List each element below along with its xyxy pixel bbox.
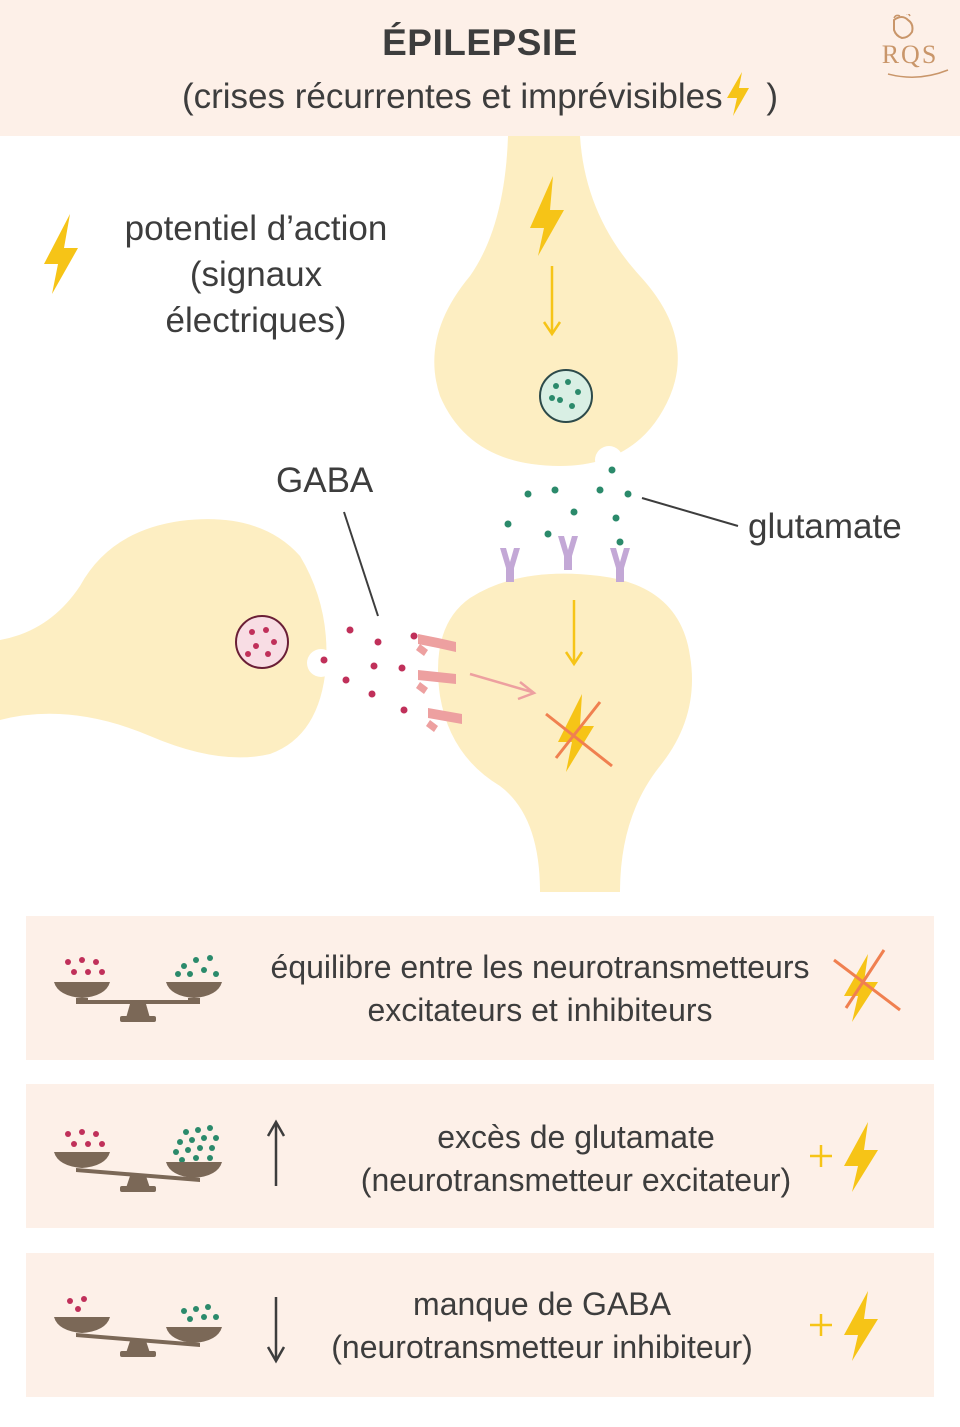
logo-lion-icon <box>887 14 949 78</box>
header: ÉPILEPSIE (crises récurrentes et imprévi… <box>0 0 960 136</box>
synapse-illustration <box>0 136 739 892</box>
glutamate-pointer <box>641 497 739 527</box>
release-site-gaba <box>307 649 335 677</box>
panel-1-text: équilibre entre les neurotransmetteurs e… <box>240 946 840 1032</box>
gaba-receptors <box>416 634 462 732</box>
scale-gaba-dots <box>67 1296 87 1312</box>
legend-text: potentiel d’action (signaux électriques) <box>96 206 416 344</box>
glutamate-vesicle <box>539 369 593 423</box>
panel-lack-gaba: manque de GABA (neurotransmetteur inhibi… <box>26 1253 934 1397</box>
panel-2-text: excès de glutamate (neurotransmetteur ex… <box>326 1116 826 1202</box>
lightning-bolt-icon <box>726 72 749 116</box>
gaba-pointer <box>343 511 379 617</box>
presynaptic-neuron-glutamate <box>434 136 678 466</box>
panel-2-line-2: (neurotransmetteur excitateur) <box>360 1162 792 1198</box>
panel-2-line-1: excès de glutamate <box>437 1119 715 1155</box>
legend-line-2: (signaux électriques) <box>165 255 347 340</box>
page-title: ÉPILEPSIE <box>382 22 578 63</box>
glutamate-label: glutamate <box>748 507 902 546</box>
balanced-scale-icon <box>54 955 222 1022</box>
arrow-down-icon <box>266 1297 286 1364</box>
panel-1-line-2: excitateurs et inhibiteurs <box>367 992 713 1028</box>
synapse-diagram: potentiel d’action (signaux électriques)… <box>0 136 960 906</box>
gaba-vesicle <box>235 615 289 669</box>
presynaptic-neuron-gaba <box>0 519 327 758</box>
scale-tilted-gaba-icon <box>54 1296 286 1364</box>
plus-bolt-icon <box>810 1291 878 1361</box>
page-subtitle: (crises récurrentes et imprévisibles ) <box>0 72 960 117</box>
glutamate-molecules <box>504 466 632 546</box>
inhibition-arrow <box>469 672 537 701</box>
logo-text: RQS <box>881 40 939 69</box>
crossed-bolt-icon <box>833 949 901 1022</box>
subtitle-end: ) <box>756 77 779 116</box>
legend-bolt-icon <box>44 214 78 294</box>
scale-glutamate-dots <box>175 955 219 977</box>
crossed-bolt-icon <box>545 694 613 772</box>
panel-1-line-1: équilibre entre les neurotransmetteurs <box>270 949 810 985</box>
panel-3-line-2: (neurotransmetteur inhibiteur) <box>331 1329 753 1365</box>
panel-3-text: manque de GABA (neurotransmetteur inhibi… <box>312 1283 772 1369</box>
gaba-label: GABA <box>276 461 374 500</box>
arrow-up-icon <box>266 1119 286 1186</box>
scale-gaba-dots <box>65 1129 105 1147</box>
legend-line-1: potentiel d’action <box>124 209 388 248</box>
panel-balance: équilibre entre les neurotransmetteurs e… <box>26 916 934 1060</box>
gaba-molecules <box>320 626 418 714</box>
arrow-down-icon <box>564 600 584 667</box>
plus-bolt-icon <box>810 1122 878 1192</box>
glutamate-receptors <box>500 536 630 582</box>
scale-gaba-dots <box>65 957 105 975</box>
scale-tilted-glutamate-icon <box>54 1119 286 1192</box>
release-site-glutamate <box>595 446 623 474</box>
arrow-down-icon <box>542 266 562 337</box>
scale-glutamate-dots <box>181 1304 219 1322</box>
scale-glutamate-dots <box>173 1125 219 1163</box>
lightning-bolt-icon <box>530 176 564 256</box>
subtitle-text: (crises récurrentes et imprévisibles <box>181 77 723 116</box>
panel-3-line-1: manque de GABA <box>413 1286 671 1322</box>
panel-excess-glutamate: excès de glutamate (neurotransmetteur ex… <box>26 1084 934 1228</box>
